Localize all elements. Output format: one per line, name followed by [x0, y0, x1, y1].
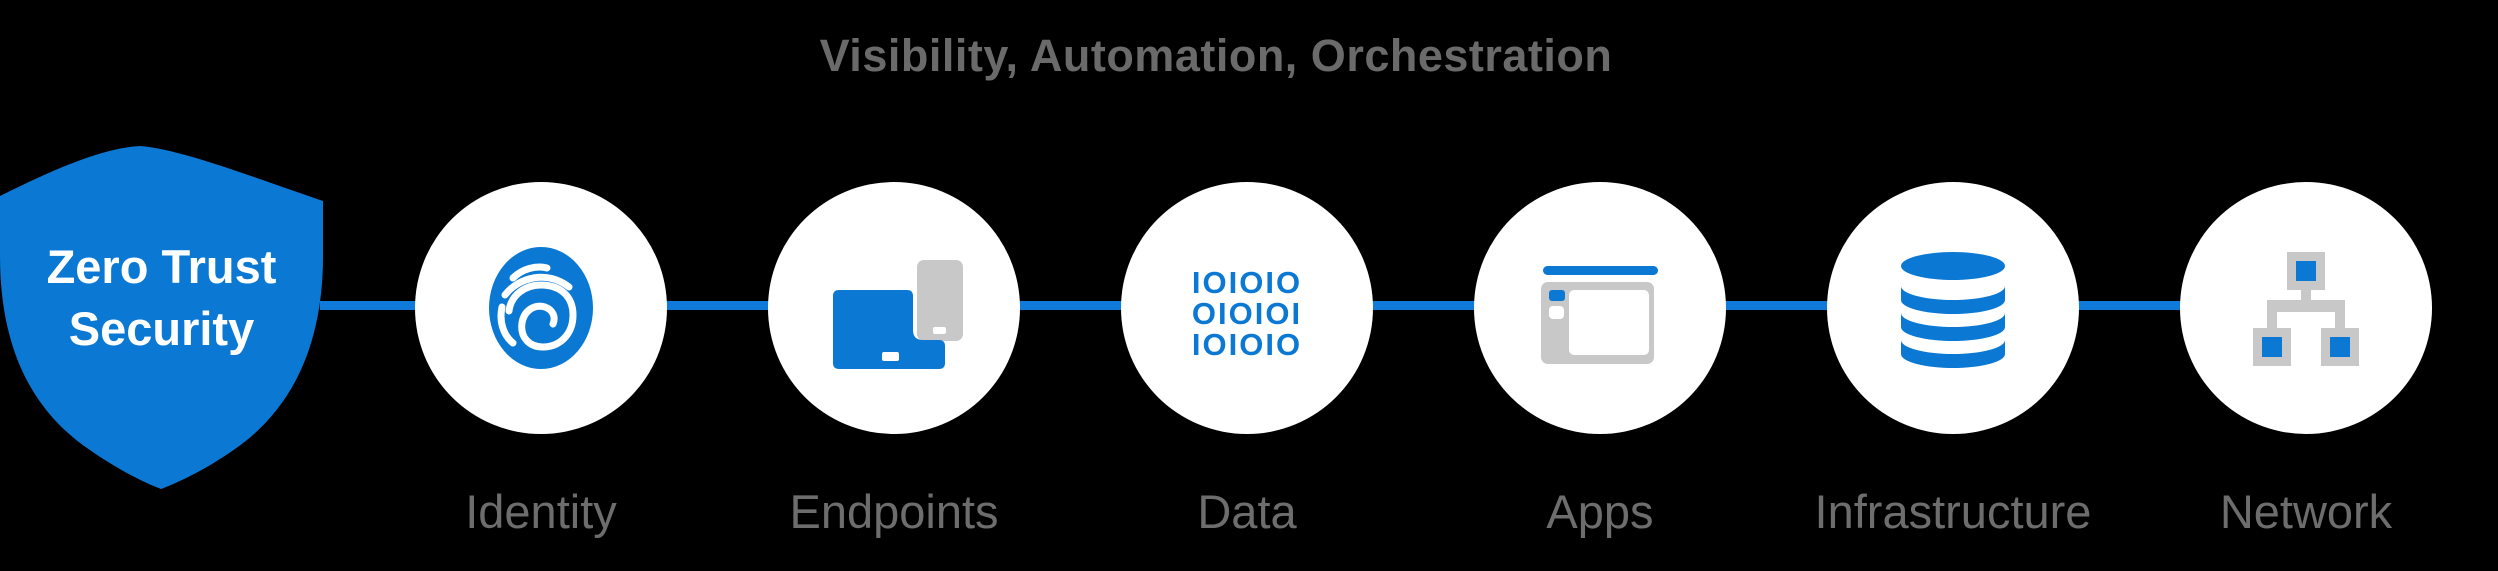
binary-icon: IOIOIO OIOIOI IOIOIO: [1192, 267, 1302, 360]
node-label: Infrastructure: [1814, 485, 2092, 538]
network-circle: [2180, 182, 2432, 434]
node-label: Endpoints: [789, 485, 999, 538]
node-infrastructure: Infrastructure: [1773, 182, 2133, 539]
infrastructure-circle: [1827, 182, 2079, 434]
app-window-icon: [1540, 266, 1658, 364]
node-label: Apps: [1546, 485, 1654, 538]
node-label: Data: [1197, 485, 1297, 538]
apps-circle: [1474, 182, 1726, 434]
node-label: Identity: [465, 485, 617, 538]
fingerprint-icon: [489, 247, 593, 369]
database-icon: [1901, 251, 2005, 368]
devices-icon: [833, 260, 963, 369]
node-identity: Identity: [361, 182, 721, 539]
node-apps: Apps: [1420, 182, 1780, 539]
page-title: Visibility, Automation, Orchestration: [819, 30, 1613, 81]
node-data: IOIOIO OIOIOI IOIOIO Data: [1067, 182, 1427, 539]
binary-line: OIOIOI: [1191, 295, 1303, 331]
node-network: Network: [2126, 182, 2486, 539]
identity-circle: [415, 182, 667, 434]
shield-title: Zero Trust Security: [15, 236, 308, 360]
shield-title-line1: Zero Trust: [46, 240, 277, 293]
network-tree-icon: [2253, 252, 2359, 366]
node-label: Network: [2219, 485, 2393, 538]
binary-line: IOIOIO: [1191, 264, 1303, 300]
endpoints-circle: [768, 182, 1020, 434]
zero-trust-shield: Zero Trust Security: [0, 146, 323, 491]
shield-icon: [0, 146, 323, 489]
shield-title-line2: Security: [68, 302, 255, 355]
binary-line: IOIOIO: [1191, 326, 1303, 362]
node-endpoints: Endpoints: [714, 182, 1074, 539]
data-circle: IOIOIO OIOIOI IOIOIO: [1121, 182, 1373, 434]
